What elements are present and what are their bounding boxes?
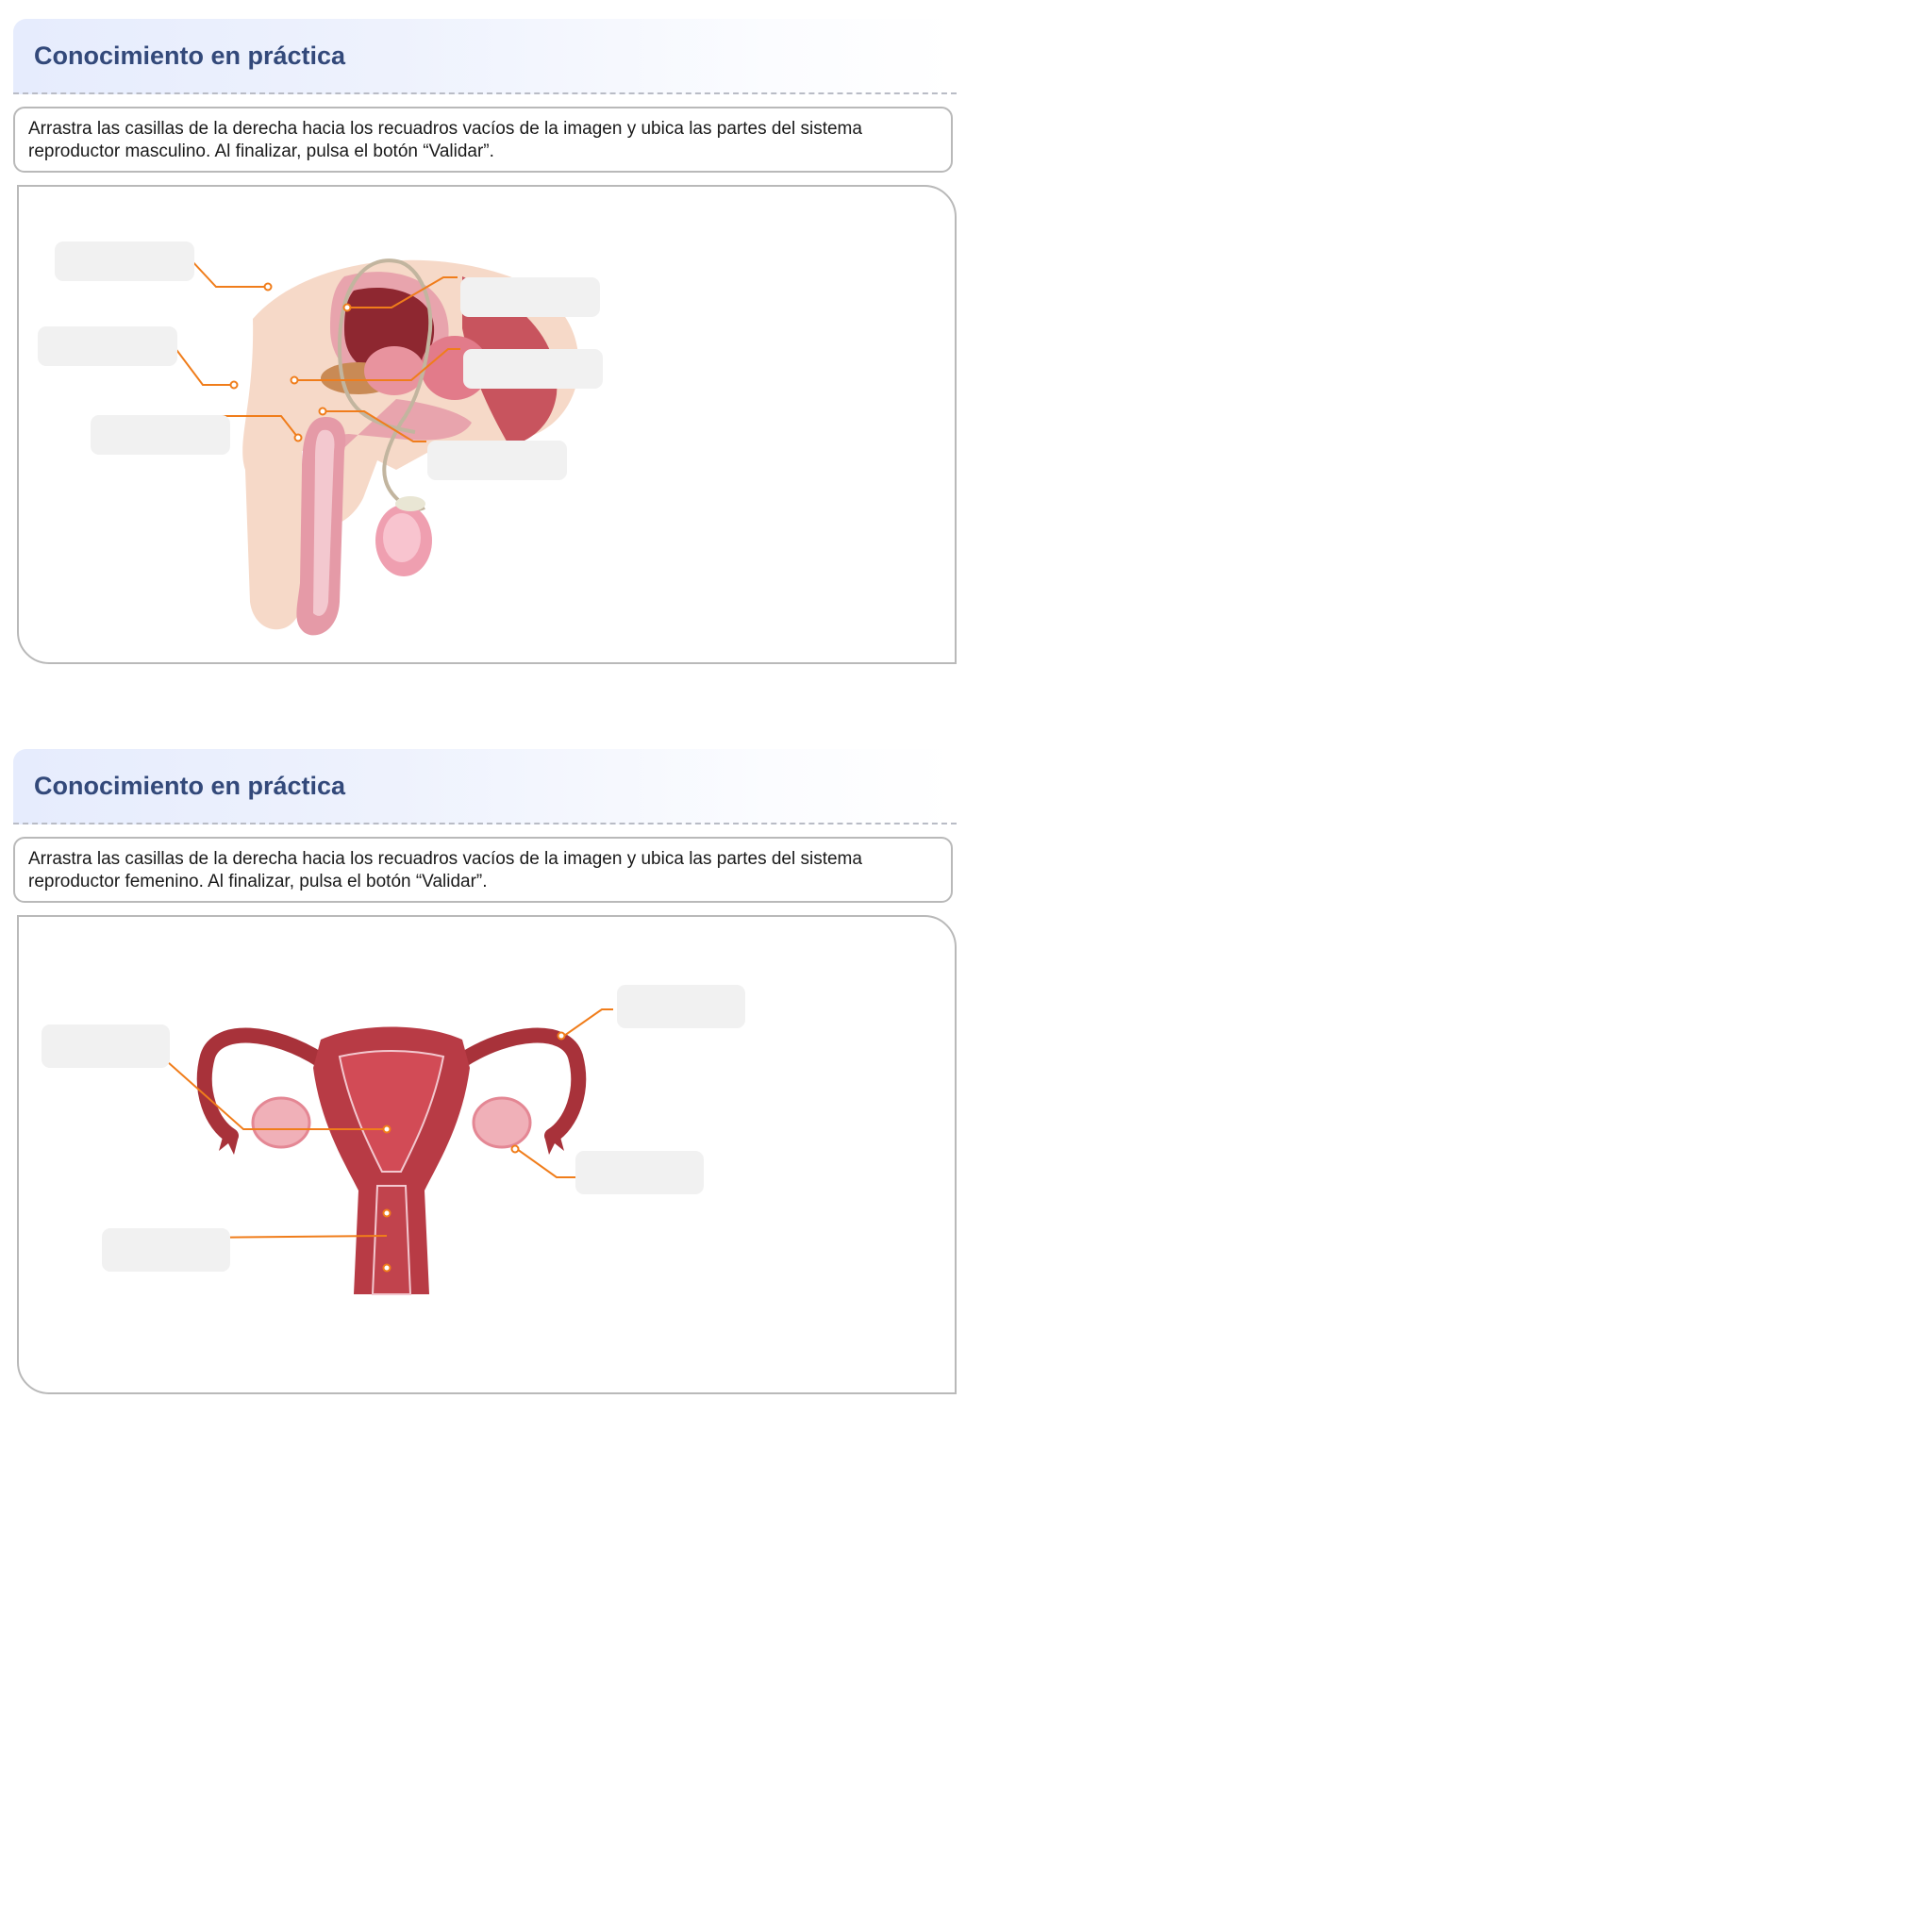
activity-title: Conocimiento en práctica — [34, 772, 346, 800]
diagram-canvas — [17, 915, 957, 1394]
vas-deferens — [337, 258, 433, 511]
right-fimbriae — [545, 1130, 564, 1155]
activity-header: Conocimiento en práctica — [13, 19, 957, 94]
drop-zone-6[interactable] — [427, 441, 567, 480]
drop-zone-2[interactable] — [102, 1228, 230, 1272]
left-fallopian-tube — [196, 1027, 328, 1143]
right-ovary — [472, 1096, 532, 1149]
activity-instructions: Arrastra las casillas de la derecha haci… — [13, 837, 953, 903]
leader-points — [229, 282, 352, 442]
activity-female: Conocimiento en práctica Arrastra las ca… — [13, 749, 957, 1394]
testis-inner — [383, 513, 421, 562]
drop-zone-2[interactable] — [38, 326, 177, 366]
leader-points — [382, 1031, 566, 1273]
drop-zone-3[interactable] — [91, 415, 230, 455]
drop-zone-4[interactable] — [460, 277, 600, 317]
left-fimbriae — [219, 1130, 238, 1155]
female-reproductive-illustration — [140, 1008, 613, 1295]
activity-instructions: Arrastra las casillas de la derecha haci… — [13, 107, 953, 173]
left-ovary — [251, 1096, 311, 1149]
activity-male: Conocimiento en práctica Arrastra las ca… — [13, 19, 957, 664]
uterine-cavity — [338, 1050, 445, 1173]
drop-zone-3[interactable] — [617, 985, 745, 1028]
drop-zone-5[interactable] — [463, 349, 603, 389]
diagram-canvas — [17, 185, 957, 664]
epididymis-shape — [395, 496, 425, 511]
drop-zone-4[interactable] — [575, 1151, 704, 1194]
activity-title: Conocimiento en práctica — [34, 42, 346, 70]
vagina-shape — [371, 1185, 412, 1295]
drop-zone-1[interactable] — [42, 1024, 170, 1068]
seminal-vesicle-shape — [364, 346, 425, 395]
drop-zone-1[interactable] — [55, 242, 194, 281]
activity-header: Conocimiento en práctica — [13, 749, 957, 824]
penis-inner — [313, 429, 335, 616]
right-fallopian-tube — [455, 1027, 587, 1143]
